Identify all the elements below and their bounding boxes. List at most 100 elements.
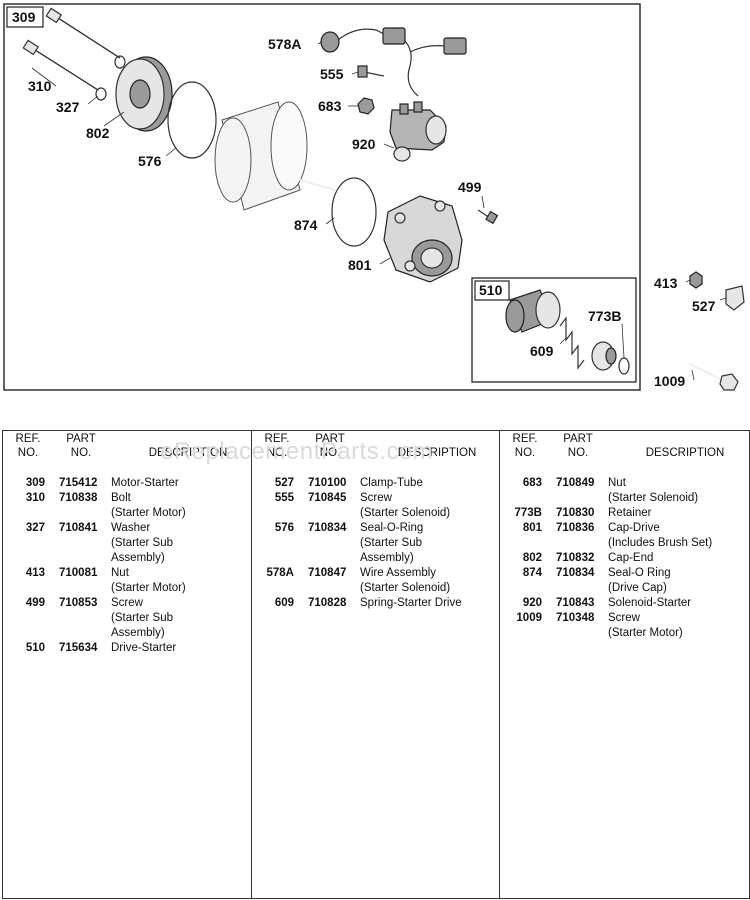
description-line: (Starter Solenoid) xyxy=(360,507,451,519)
part-number: 710843 xyxy=(556,597,595,609)
ref-number: 609 xyxy=(274,597,294,609)
ref-number: 510 xyxy=(25,642,45,654)
description: Cap-Drive(Includes Brush Set) xyxy=(608,521,746,551)
part-number: 710832 xyxy=(556,552,595,564)
header-part-line2: NO. xyxy=(567,447,589,459)
description-line: Screw xyxy=(111,597,143,609)
callout-802: 802 xyxy=(86,125,110,141)
part-number: 710847 xyxy=(308,567,347,579)
callout-773B: 773B xyxy=(588,308,621,324)
description-line: (Starter Sub xyxy=(360,537,422,549)
description-line: Washer xyxy=(111,522,151,534)
washer-upper xyxy=(114,55,126,69)
callout-874: 874 xyxy=(294,217,318,233)
description-line: Solenoid-Starter xyxy=(608,597,692,609)
description-line: (Starter Sub xyxy=(111,537,173,549)
callout-310: 310 xyxy=(28,78,52,94)
description-line: Assembly) xyxy=(111,627,165,639)
ref-number: 920 xyxy=(522,597,542,609)
header-part-line2: NO. xyxy=(319,447,341,459)
callout-555: 555 xyxy=(320,66,344,82)
wire-assembly xyxy=(320,27,467,97)
description-line: (Starter Motor) xyxy=(111,582,186,594)
assembly-frame xyxy=(3,3,641,391)
callout-1009: 1009 xyxy=(654,373,685,389)
description-line: (Starter Solenoid) xyxy=(608,492,699,504)
description: Bolt(Starter Motor) xyxy=(111,491,249,521)
part-number: 715634 xyxy=(59,642,98,654)
description: Wire Assembly (Starter Solenoid) xyxy=(360,566,498,596)
callout-527: 527 xyxy=(692,298,716,314)
header-part: PART NO. xyxy=(55,432,107,460)
description-line: Wire Assembly xyxy=(360,567,437,579)
description-line: Motor-Starter xyxy=(111,477,179,489)
description-line: Clamp-Tube xyxy=(360,477,423,489)
header-ref-line1: REF. xyxy=(264,433,290,445)
header-description: DESCRIPTION xyxy=(645,447,725,459)
retainer-773B xyxy=(618,357,630,375)
callout-920: 920 xyxy=(352,136,376,152)
description: Drive-Starter xyxy=(111,641,249,656)
subassembly-label: 510 xyxy=(479,282,503,298)
ref-number: 802 xyxy=(522,552,542,564)
seal-o-ring-576 xyxy=(167,81,217,159)
callout-499: 499 xyxy=(458,179,482,195)
part-number: 710348 xyxy=(556,612,595,624)
header-ref-line1: REF. xyxy=(15,433,41,445)
ref-number: 310 xyxy=(25,492,45,504)
callout-683: 683 xyxy=(318,98,342,114)
header-part-line2: NO. xyxy=(70,447,92,459)
part-number: 715412 xyxy=(59,477,98,489)
table-row: 510 715634 Drive-Starter xyxy=(3,641,251,656)
callout-327: 327 xyxy=(56,99,80,115)
description-line: Screw xyxy=(360,492,392,504)
description-line: Cap-End xyxy=(608,552,654,564)
part-number: 710836 xyxy=(556,522,595,534)
description-line: Seal-O Ring xyxy=(608,567,671,579)
through-bolts xyxy=(22,7,121,91)
starter-drive xyxy=(505,289,561,333)
callout-801: 801 xyxy=(348,257,372,273)
ref-number: 773B xyxy=(514,507,543,519)
header-ref-line1: REF. xyxy=(512,433,538,445)
header-ref: REF.NO. xyxy=(11,432,45,460)
description-line: Nut xyxy=(111,567,129,579)
callout-609: 609 xyxy=(530,343,554,359)
drive-cap xyxy=(383,195,463,283)
part-number: 710845 xyxy=(308,492,347,504)
description: Motor-Starter xyxy=(111,476,249,491)
description-line: (Starter Solenoid) xyxy=(360,582,451,594)
callout-578A: 578A xyxy=(268,36,301,52)
seal-o-ring-874 xyxy=(331,177,377,247)
header-ref: REF.NO. xyxy=(508,432,542,460)
description-line: Retainer xyxy=(608,507,652,519)
description-line: Seal-O-Ring xyxy=(360,522,424,534)
header-part-line1: PART xyxy=(66,433,96,445)
description-line: (Starter Motor) xyxy=(111,507,186,519)
table-row: 555 710845 Screw (Starter Solenoid) xyxy=(252,491,500,521)
ref-number: 555 xyxy=(274,492,294,504)
assembly-label: 309 xyxy=(12,9,36,25)
nut-413 xyxy=(689,271,703,289)
clamp-tube-527 xyxy=(725,285,745,311)
description-line: Nut xyxy=(608,477,626,489)
exploded-parts-diagram: 309 510 xyxy=(3,3,745,391)
header-ref: REF. NO. xyxy=(260,432,294,460)
assembly-label-box xyxy=(6,6,44,28)
ref-number: 1009 xyxy=(516,612,542,624)
description: Clamp-Tube xyxy=(360,476,498,491)
header-ref-line2: NO. xyxy=(266,447,288,459)
washer-lower xyxy=(95,87,107,101)
description-line: Cap-Drive xyxy=(608,522,660,534)
